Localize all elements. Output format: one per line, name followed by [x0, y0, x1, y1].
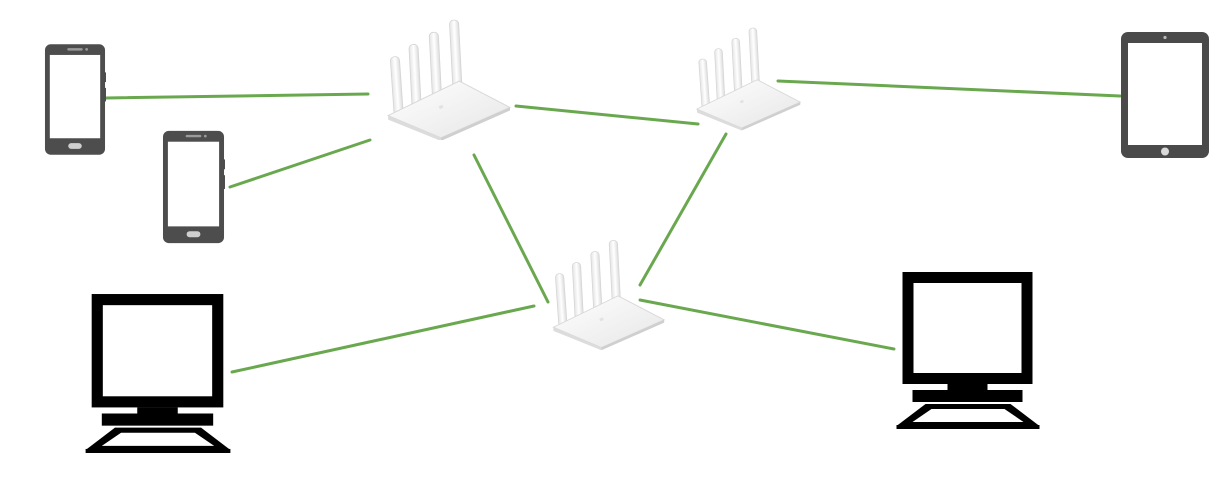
wifi-router-icon — [552, 239, 665, 351]
tablet-right-node — [1121, 32, 1209, 158]
wifi-router-icon — [696, 27, 801, 132]
link-router-bottom-to-computer-right — [638, 298, 896, 351]
phone-left-top-node — [44, 44, 106, 155]
wifi-router-icon — [387, 19, 511, 140]
tablet-icon — [1121, 32, 1209, 158]
router-top-left-node — [387, 19, 511, 140]
router-top-right-node — [696, 27, 801, 132]
link-router-top-right-to-router-bottom — [638, 132, 728, 287]
computer-left-node — [85, 294, 231, 453]
computer-right-node — [896, 272, 1040, 429]
links-layer — [104, 79, 1122, 374]
desktop-computer-icon — [896, 272, 1040, 429]
link-phone-left-top-to-router-top-left — [104, 92, 370, 100]
desktop-computer-icon — [85, 294, 231, 453]
link-computer-left-to-router-bottom — [230, 304, 536, 374]
link-router-top-left-to-router-bottom — [472, 153, 550, 304]
nodes-layer — [44, 19, 1209, 453]
phone-left-bottom-node — [162, 130, 225, 244]
link-router-top-left-to-router-top-right — [514, 104, 700, 126]
link-router-top-right-to-tablet-right — [776, 79, 1122, 98]
smartphone-icon — [162, 130, 225, 244]
link-phone-left-bottom-to-router-top-left — [228, 138, 372, 189]
smartphone-icon — [44, 44, 106, 155]
router-bottom-node — [552, 239, 665, 351]
